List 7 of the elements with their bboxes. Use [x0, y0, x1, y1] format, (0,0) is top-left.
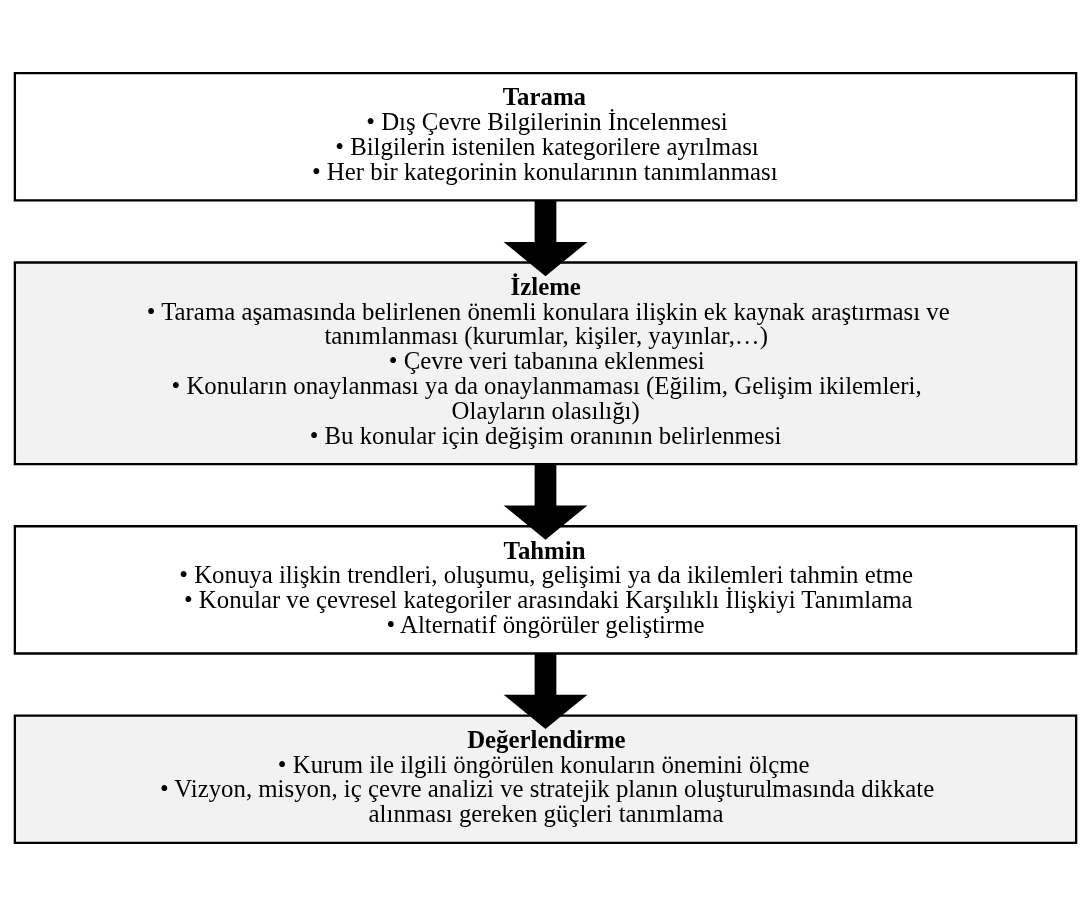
arrow: [503, 464, 588, 540]
node-box: Tarama • Dış Çevre Bilgilerinin İncelenmesi • Bilgilerin istenilen kategorilere ayrılması • Her bir kategorinin konularının tanımlanması: [13, 72, 1078, 202]
node-box: Tahmin • Konuya ilişkin trendleri, oluşumu, gelişimi ya da ikilemleri tahmin etme • Konular ve çevresel kategoriler arasındaki Karşılıklı İlişkiyi Tanımlama • Alternatif öngörüler geliştirme: [13, 525, 1078, 655]
node-box: İzleme • Tarama aşamasında belirlenen önemli konulara ilişkin ek kaynak araştırması ve tanımlanması (kurumlar, kişiler, yayınlar,…) • Çevre veri tabanına eklenmesi • Konuların onaylanması ya da onaylanmaması (Eğilim, Gelişim ikilemleri, Olayların olasılığı) • Bu konular için değişim oranının belirlenmesi: [13, 261, 1078, 466]
arrow: [503, 653, 588, 729]
arrow: [503, 200, 588, 277]
node-box: Değerlendirme • Kurum ile ilgili öngörülen konuların önemini ölçme • Vizyon, misyon, iç çevre analizi ve stratejik planın oluşturulmasında dikkate alınması gereken güçleri tanımlama: [13, 714, 1078, 844]
